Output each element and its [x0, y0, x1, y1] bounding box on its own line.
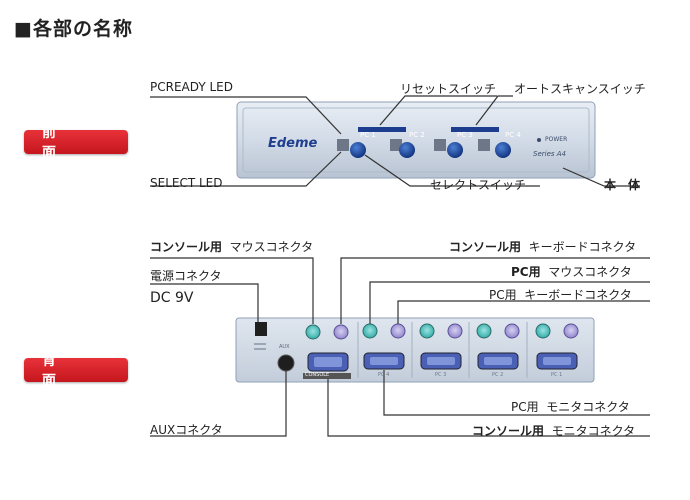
console-keyboard-text: キーボードコネクタ: [528, 240, 637, 254]
console-monitor-text: モニタコネクタ: [551, 424, 636, 438]
led-pad: [337, 139, 490, 151]
console-mouse-prefix: コンソール用: [150, 240, 223, 254]
pc-mouse-text: マウスコネクタ: [548, 265, 632, 279]
pc-port-group: [535, 323, 579, 370]
select-switch-button[interactable]: [495, 142, 511, 158]
pc3-port-label: PC 3: [435, 372, 447, 378]
pc4-label: PC 4: [505, 131, 521, 139]
auto-scan-switch-bar: [451, 127, 499, 132]
console-keyboard-connector-label: コンソール用 キーボードコネクタ: [449, 238, 636, 255]
power-label: POWER: [545, 136, 568, 143]
pc-keyboard-text: キーボードコネクタ: [524, 288, 632, 302]
select-switch-button[interactable]: [350, 142, 366, 158]
pc-mouse-prefix: PC用: [511, 265, 541, 279]
dc-voltage-label: DC 9V: [150, 290, 194, 306]
select-switch-button[interactable]: [447, 142, 463, 158]
select-switch-label: セレクトスイッチ: [430, 178, 527, 192]
console-port-label: CONSOLE: [305, 372, 330, 378]
pc1-label: PC 1: [360, 131, 376, 139]
aux-connector-label: AUXコネクタ: [150, 423, 223, 437]
model-label: Series A4: [533, 150, 566, 158]
pc-port-group: [476, 323, 520, 370]
pc1-port-label: PC 1: [551, 372, 563, 378]
front-leader-lines: [150, 95, 640, 187]
pc-port-group: [419, 323, 463, 370]
power-led: [537, 138, 541, 142]
reset-switch-label: リセットスイッチ: [400, 82, 497, 96]
pc-monitor-text: モニタコネクタ: [546, 400, 630, 414]
console-mouse-port: [305, 324, 321, 340]
pc2-port-label: PC 2: [492, 372, 504, 378]
body-label: 本 体: [604, 178, 641, 192]
pc2-label: PC 2: [409, 131, 425, 139]
back-leader-lines: [150, 257, 650, 437]
front-panel: [236, 101, 596, 179]
select-led-label: SELECT LED: [150, 176, 223, 190]
pc-monitor-prefix: PC用: [511, 400, 539, 414]
console-keyboard-prefix: コンソール用: [449, 240, 522, 254]
brand-logo: Edeme: [268, 136, 318, 151]
select-switch-button[interactable]: [399, 142, 415, 158]
page-heading: ■各部の名称: [14, 18, 133, 40]
aux-jack: [277, 354, 295, 372]
console-mouse-connector-label: コンソール用 マウスコネクタ: [150, 238, 313, 255]
reset-switch-bar: [358, 127, 406, 132]
pc3-label: PC 3: [457, 131, 473, 139]
auto-scan-switch-label: オートスキャンスイッチ: [514, 82, 646, 96]
power-connector-label: 電源コネクタ: [150, 269, 222, 283]
pc-mouse-connector-label: PC用 マウスコネクタ: [511, 263, 632, 280]
aux-port-label: AUX: [279, 344, 290, 350]
pc-ready-led-label: PCREADY LED: [150, 80, 233, 94]
pc-monitor-connector-label: PC用 モニタコネクタ: [511, 398, 630, 415]
power-jack: [255, 322, 267, 336]
console-monitor-prefix: コンソール用: [472, 424, 545, 438]
console-keyboard-port: [333, 324, 349, 340]
pc4-port-label: PC 4: [378, 372, 390, 378]
console-label-plate: [303, 373, 351, 379]
console-mouse-text: マウスコネクタ: [229, 240, 314, 254]
pc-keyboard-connector-label: PC用 キーボードコネクタ: [489, 286, 632, 303]
pc-keyboard-prefix: PC用: [489, 288, 517, 302]
console-monitor-connector-label: コンソール用 モニタコネクタ: [472, 422, 635, 439]
pc-port-group: [362, 323, 406, 370]
